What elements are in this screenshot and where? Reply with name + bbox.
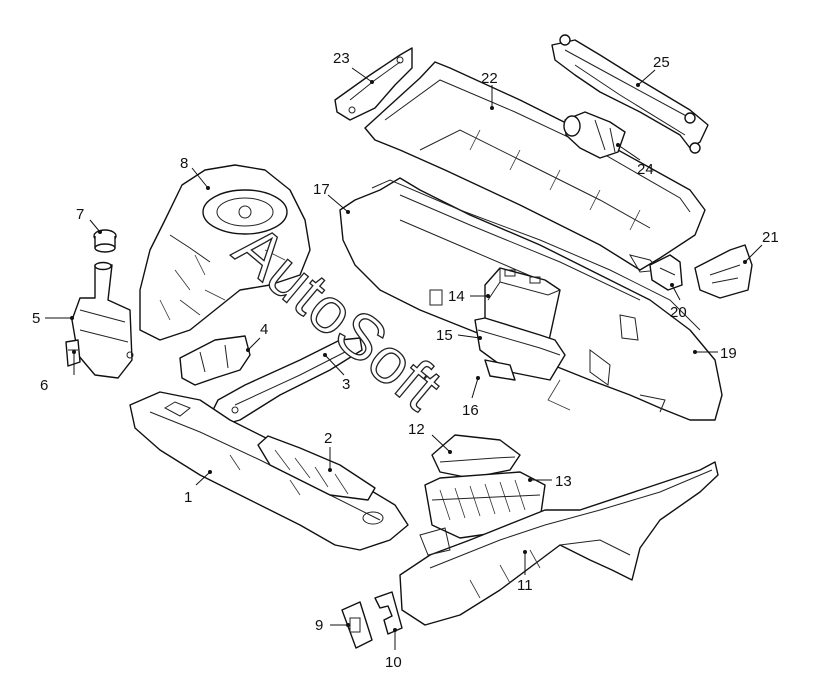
callout-10: 10	[385, 654, 402, 671]
part-bracket-21	[694, 244, 753, 299]
callout-15: 15	[436, 327, 453, 344]
leaders	[45, 67, 763, 650]
callout-8: 8	[180, 155, 188, 172]
callout-22: 22	[481, 70, 498, 87]
callout-21: 21	[762, 229, 779, 246]
callout-9: 9	[315, 617, 323, 634]
part-clip-10	[374, 591, 403, 635]
callout-7: 7	[76, 206, 84, 223]
part-bracket-20	[649, 254, 683, 291]
callout-3: 3	[342, 376, 350, 393]
part-wiper-motor	[563, 111, 626, 159]
part-bracket-23	[334, 47, 413, 121]
part-washer-reservoir	[71, 261, 134, 379]
part-inner-fender	[139, 164, 311, 341]
part-bumper-reinforcement	[129, 391, 409, 551]
callout-23: 23	[333, 50, 350, 67]
callout-12: 12	[408, 421, 425, 438]
callout-20: 20	[670, 304, 687, 321]
part-battery-tray	[474, 317, 566, 381]
callout-24: 24	[637, 161, 654, 178]
callout-4: 4	[260, 321, 268, 338]
callout-11: 11	[517, 577, 533, 594]
part-cowl-panel	[364, 61, 706, 273]
callout-16: 16	[462, 402, 479, 419]
callout-19: 19	[720, 345, 737, 362]
callout-13: 13	[555, 473, 572, 490]
callout-14: 14	[448, 288, 465, 305]
part-reservoir-cap	[93, 229, 117, 253]
callout-25: 25	[653, 54, 670, 71]
callout-1: 1	[184, 489, 192, 506]
part-frame-rail	[399, 461, 719, 626]
part-lower-deflector	[257, 435, 376, 501]
part-fusebox-cover	[431, 434, 521, 479]
callout-17: 17	[313, 181, 330, 198]
callout-6: 6	[40, 377, 48, 394]
callout-2: 2	[324, 430, 332, 447]
callout-5: 5	[32, 310, 40, 327]
callout-labels: 1 2 3 4 5 6 7 8 9 10 11 12 13 14 15 16 1…	[32, 50, 779, 671]
part-wiper-linkage	[551, 34, 709, 154]
part-bracket-4	[179, 335, 251, 386]
